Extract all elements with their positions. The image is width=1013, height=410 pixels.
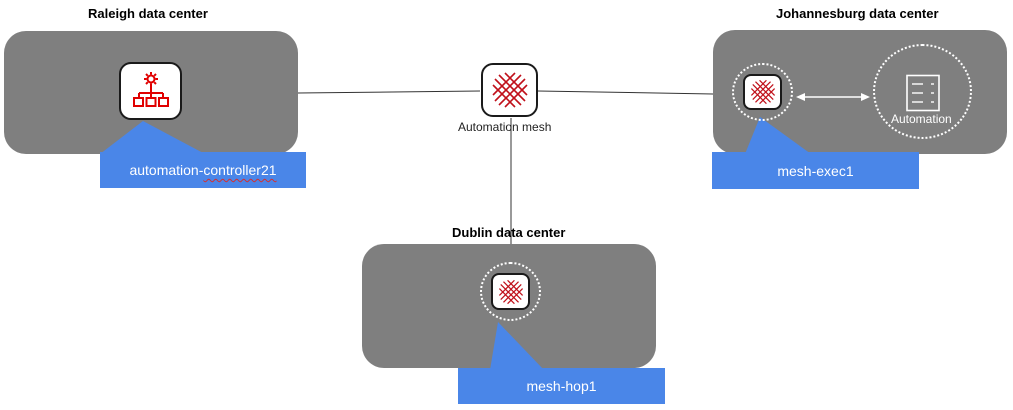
controller-name-rest: controller21 <box>203 162 277 178</box>
server-rack-icon <box>906 74 940 112</box>
mesh-lattice-icon <box>750 79 775 105</box>
controller-node <box>119 62 182 120</box>
hub-label: Automation mesh <box>458 120 552 134</box>
link-hub-to-exec <box>537 90 714 95</box>
exec-ring <box>732 63 793 121</box>
automation-label: Automation <box>891 112 952 126</box>
hop-node <box>491 273 530 310</box>
controller-callout: automation-controller21 <box>100 152 306 188</box>
raleigh-title: Raleigh data center <box>88 6 208 21</box>
dublin-title: Dublin data center <box>452 225 566 240</box>
mesh-lattice-icon <box>498 279 523 304</box>
exec-node <box>743 74 782 110</box>
hop-callout: mesh-hop1 <box>458 368 665 404</box>
automation-mesh-hub <box>481 63 538 117</box>
hop-ring <box>480 262 541 321</box>
exec-callout: mesh-exec1 <box>712 152 919 189</box>
link-controller-to-hub <box>297 90 481 94</box>
controller-hierarchy-icon <box>132 72 169 107</box>
automation-ring <box>873 44 972 139</box>
johannesburg-title: Johannesburg data center <box>776 6 939 21</box>
mesh-lattice-icon <box>491 72 528 108</box>
